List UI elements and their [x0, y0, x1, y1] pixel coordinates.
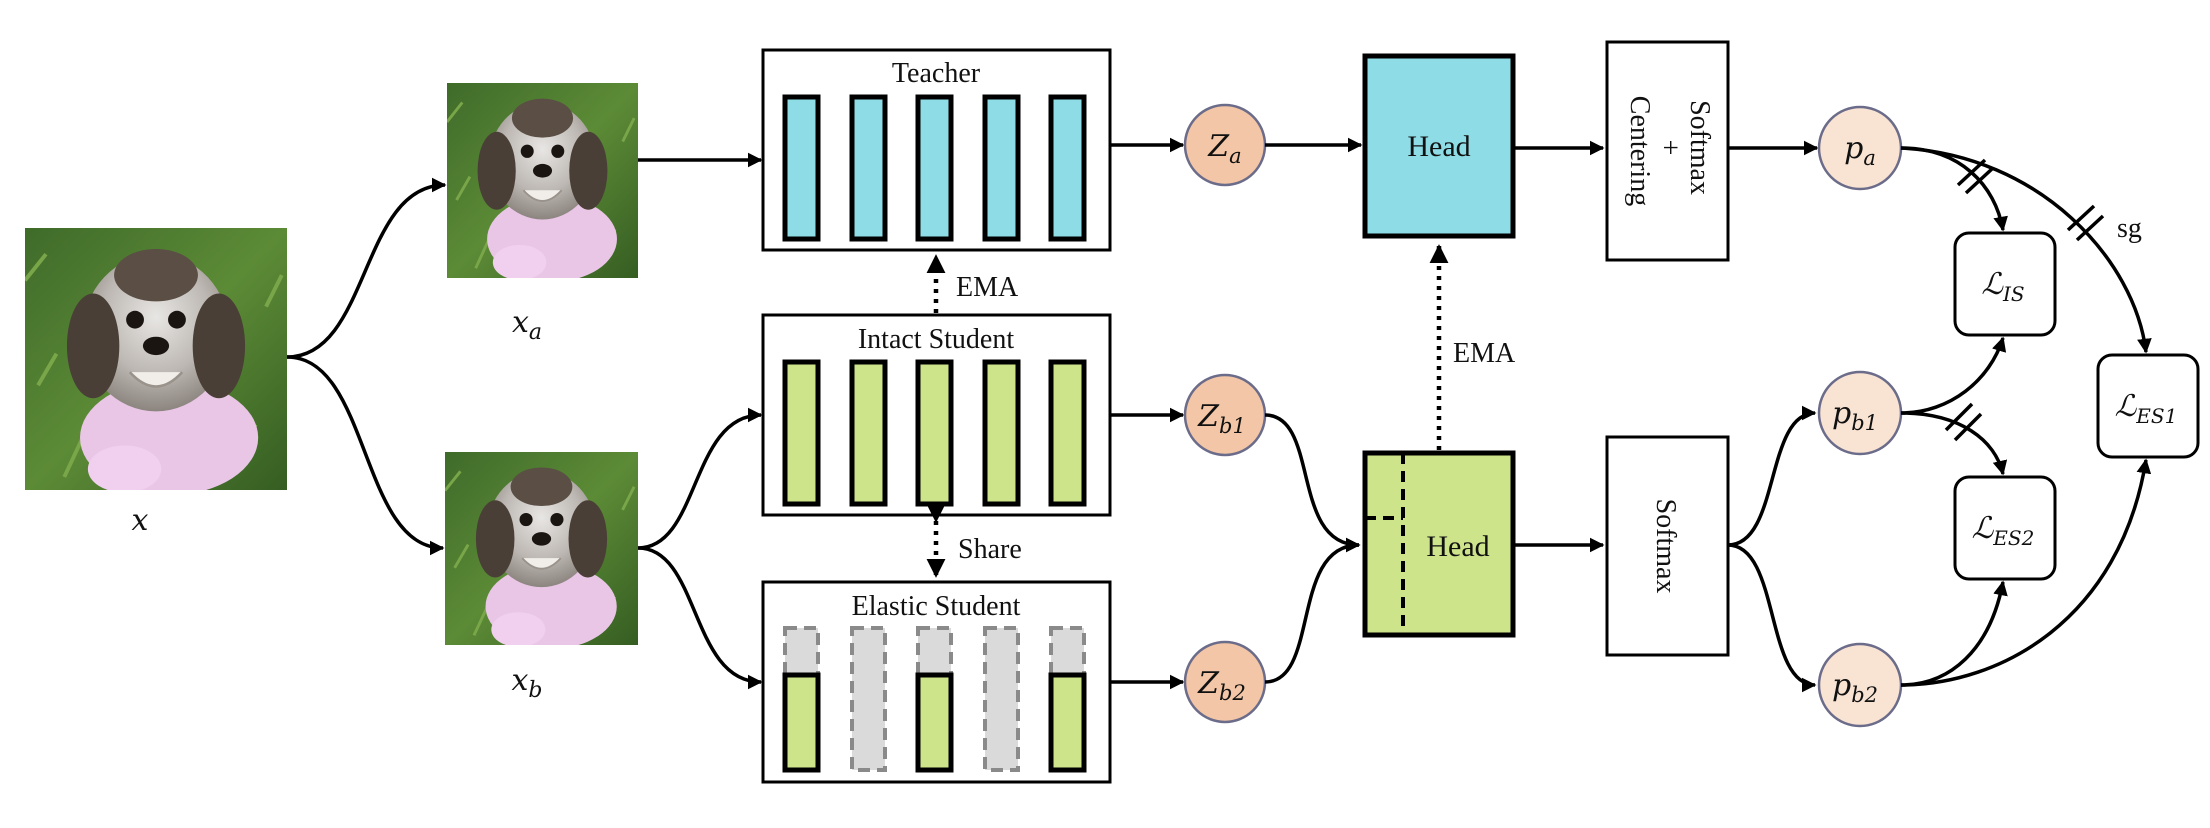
prob-pb2: pb2 [1817, 642, 1903, 728]
elastic-layer-1 [782, 672, 821, 773]
svg-text:ℒES1: ℒES1 [2115, 389, 2178, 428]
dog-image-original [25, 228, 287, 490]
edge-x-to-xb [286, 355, 445, 556]
svg-text:Head: Head [1407, 130, 1470, 163]
edge-pb2-to-les1 [1900, 458, 2152, 687]
teacher-layer-3 [915, 94, 954, 242]
dog-image-view-b [445, 452, 638, 645]
svg-text:pa: pa [1844, 131, 1876, 170]
loss-is: ℒIS [1953, 231, 2057, 337]
elastic-layer-4-ghost [983, 626, 1020, 772]
edge-pb1-to-les2 [1900, 411, 2008, 476]
edge-pa-to-lis [1900, 146, 2008, 232]
teacher-title: Teacher [892, 58, 981, 89]
input-image-xb [445, 452, 638, 645]
label-xa: xa [512, 305, 542, 345]
intact-layer-5 [1048, 359, 1087, 507]
edge-pa-to-les1 [1900, 146, 2152, 354]
svg-text:Zb2: Zb2 [1197, 666, 1246, 705]
intact-student-title: Intact Student [858, 324, 1015, 355]
intact-layer-2 [849, 359, 888, 507]
loss-es2: ℒES2 [1953, 475, 2057, 581]
svg-text:pb2: pb2 [1832, 668, 1878, 707]
edge-softmax-to-pb1 [1727, 405, 1817, 547]
ema-label-head: EMA [1453, 338, 1516, 369]
elastic-student-encoder: Elastic Student [761, 580, 1112, 784]
svg-text:Head: Head [1426, 530, 1489, 563]
edge-x-to-xa [286, 177, 447, 359]
stop-gradient-mark-1 [1956, 158, 1995, 195]
edge-xb-to-intact [637, 407, 763, 550]
dog-image-view-a [447, 83, 638, 278]
edge-zb2-to-student-head [1264, 537, 1361, 684]
student-head: Head [1362, 450, 1516, 638]
svg-text:Softmax + Centerin: Softmax + Centering [1624, 96, 1715, 206]
teacher-layer-1 [782, 94, 821, 242]
edge-softmax-to-pb2 [1727, 543, 1817, 693]
label-x: x [132, 503, 149, 538]
share-label: Share [958, 534, 1022, 565]
elastic-layer-3 [915, 672, 954, 773]
loss-es1: ℒES1 [2096, 353, 2200, 459]
teacher-layer-4 [982, 94, 1021, 242]
edge-zb1-to-student-head [1264, 413, 1361, 553]
stop-gradient-mark-3 [1944, 402, 1983, 442]
edge-pb1-to-lis [1900, 336, 2007, 415]
teacher-encoder: Teacher [761, 48, 1112, 252]
svg-text:ℒIS: ℒIS [1981, 267, 2024, 306]
prob-pb1: pb1 [1817, 370, 1903, 456]
intact-layer-1 [782, 359, 821, 507]
latent-za: Za [1183, 103, 1267, 187]
elastic-layer-2-ghost [850, 626, 887, 772]
edge-xb-to-elastic [637, 546, 763, 690]
input-image-x [25, 228, 287, 490]
intact-layer-3 [915, 359, 954, 507]
teacher-layer-2 [849, 94, 888, 242]
svg-text:Softmax: Softmax [1650, 499, 1681, 594]
latent-zb2: Zb2 [1183, 640, 1267, 724]
intact-layer-4 [982, 359, 1021, 507]
head-elastic-partition [1365, 453, 1405, 635]
svg-text:ℒES2: ℒES2 [1972, 511, 2035, 550]
svg-text:Zb1: Zb1 [1197, 399, 1246, 438]
teacher-head: Head [1362, 53, 1516, 239]
input-image-xa [447, 83, 638, 278]
stop-gradient-mark-2 [2066, 204, 2105, 242]
teacher-layer-5 [1048, 94, 1087, 242]
svg-text:pb1: pb1 [1832, 396, 1878, 435]
softmax-centering-block: Softmax + Centering [1605, 40, 1730, 262]
svg-text:Za: Za [1207, 129, 1241, 168]
latent-zb1: Zb1 [1183, 373, 1267, 457]
ema-label-encoder: EMA [956, 272, 1019, 303]
elastic-layer-5 [1048, 672, 1087, 773]
elastic-student-title: Elastic Student [852, 591, 1021, 622]
intact-student-encoder: Intact Student [761, 313, 1112, 517]
prob-pa: pa [1817, 105, 1903, 191]
sg-label: sg [2117, 213, 2142, 244]
label-xb: xb [511, 663, 542, 703]
softmax-block: Softmax [1605, 435, 1730, 657]
